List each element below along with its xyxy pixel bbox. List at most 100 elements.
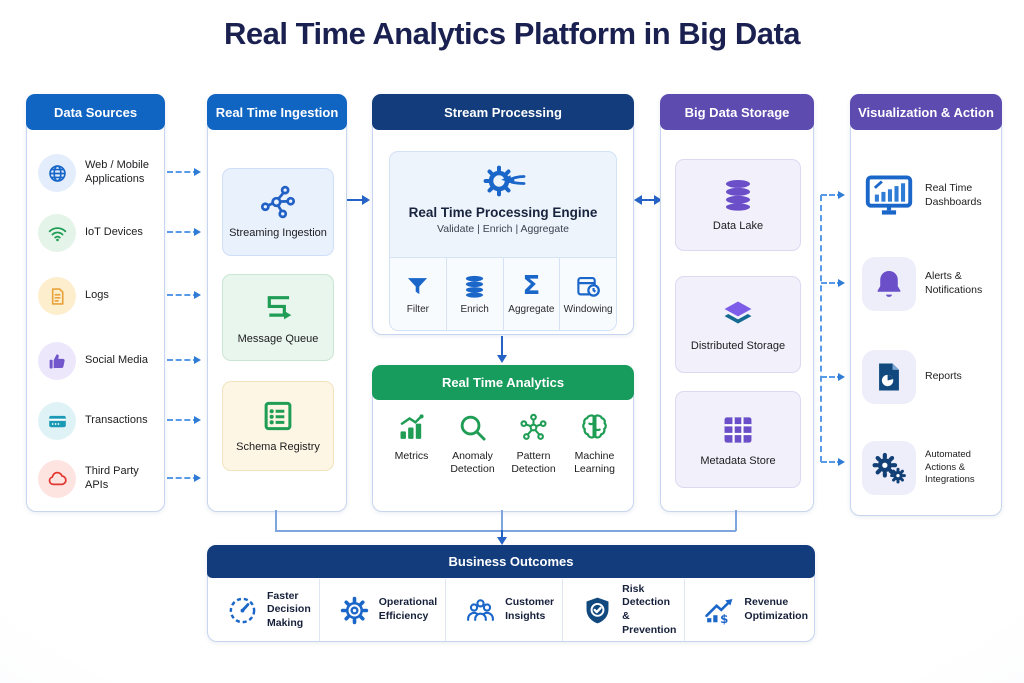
layers-icon (719, 296, 757, 334)
sigma-icon: Σ (522, 271, 541, 301)
outcome-label: Customer Insights (505, 596, 555, 622)
card-label: Data Lake (712, 220, 764, 233)
analytics-pattern: Pattern Detection (503, 412, 564, 476)
analytics-label: Pattern Detection (511, 450, 556, 476)
viz-item-label: Alerts & Notifications (925, 270, 983, 296)
outcomes-row: Faster Decision Making Operational Effic… (208, 579, 814, 641)
arrow-source-6 (167, 474, 201, 482)
pattern-nodes-icon (518, 412, 549, 443)
arrow-ingestion-stream (347, 199, 363, 201)
arrow-viz-3 (821, 373, 845, 381)
table-grid-icon (719, 411, 757, 449)
ingestion-card-streaming: Streaming Ingestion (222, 168, 334, 256)
source-item-label: IoT Devices (85, 226, 143, 239)
connector-analytics-down (501, 510, 503, 531)
gauge-icon (226, 595, 259, 626)
viz-item-label: Real Time Dashboards (925, 182, 982, 208)
source-item-label: Web / Mobile Applications (85, 159, 149, 185)
source-item-third-party: Third Party APIs (38, 460, 158, 498)
arrow-source-1 (167, 168, 201, 176)
arrow-source-5 (167, 416, 201, 424)
funnel-icon (404, 273, 431, 300)
engine-title: Real Time Processing Engine (408, 205, 598, 220)
panel-outcomes: Business Outcomes Faster Decision Making… (207, 545, 815, 642)
ingestion-card-queue: Message Queue (222, 274, 334, 361)
bell-icon (862, 257, 916, 311)
report-document-icon (862, 350, 916, 404)
viz-item-label: Automated Actions & Integrations (925, 449, 975, 486)
connector-storage-viz (820, 195, 822, 462)
card-label: Message Queue (237, 332, 319, 345)
panel-stream-processing: Stream Processing Real Time Processing E… (372, 94, 634, 335)
database-cylinder-icon (719, 176, 757, 214)
outcome-efficiency: Operational Efficiency (320, 579, 447, 641)
ingestion-header: Real Time Ingestion (207, 94, 347, 130)
viz-item-dashboards: Real Time Dashboards (862, 167, 995, 225)
cloud-icon (38, 460, 76, 498)
panel-data-sources: Data Sources Web / Mobile Applications I… (26, 94, 165, 512)
page-title: Real Time Analytics Platform in Big Data (223, 16, 801, 51)
connector-merge-line (275, 530, 736, 532)
outcomes-header: Business Outcomes (207, 545, 815, 578)
outcome-risk: Risk Detection & Prevention (563, 579, 686, 641)
viz-item-automated: Automated Actions & Integrations (862, 437, 995, 499)
analytics-label: Anomaly Detection (450, 450, 495, 476)
arrow-source-2 (167, 228, 201, 236)
arrow-stream-storage (641, 199, 655, 201)
source-item-iot: IoT Devices (38, 214, 158, 252)
outcome-label: Faster Decision Making (267, 589, 311, 629)
connector-ingestion-down (275, 510, 277, 531)
panel-ingestion: Real Time Ingestion Streaming Ingestion … (207, 94, 347, 512)
globe-icon (38, 154, 76, 192)
operators-row: Filter Enrich Σ Aggregate Windowing (390, 257, 616, 330)
analytics-ml: Machine Learning (564, 412, 625, 476)
data-sources-header: Data Sources (26, 94, 165, 130)
operator-filter: Filter (390, 258, 447, 330)
operator-label: Aggregate (508, 304, 555, 315)
operator-label: Windowing (563, 304, 613, 315)
brain-icon (579, 412, 610, 443)
people-icon (464, 595, 497, 626)
cog-icon (338, 595, 371, 626)
processing-engine-card: Real Time Processing Engine Validate | E… (389, 151, 617, 331)
viz-item-reports: Reports (862, 347, 995, 407)
source-item-label: Logs (85, 289, 109, 302)
arrow-viz-1 (821, 191, 845, 199)
outcome-insights: Customer Insights (446, 579, 564, 641)
database-icon (461, 273, 488, 300)
connector-storage-down (735, 510, 737, 531)
viz-item-alerts: Alerts & Notifications (862, 253, 995, 315)
arrowhead (497, 355, 507, 363)
arrow-outcomes (501, 530, 503, 538)
schema-list-icon (259, 397, 297, 435)
outcome-label: Operational Efficiency (378, 596, 438, 622)
arrow-source-4 (167, 356, 201, 364)
operator-label: Enrich (460, 304, 489, 315)
panel-analytics: Real Time Analytics Metrics Anomaly Dete… (372, 365, 634, 512)
operator-enrich: Enrich (447, 258, 504, 330)
source-item-label: Social Media (85, 354, 148, 367)
gears-icon (862, 441, 916, 495)
source-item-social: Social Media (38, 342, 158, 380)
message-queue-icon (259, 289, 297, 327)
source-item-label: Transactions (85, 414, 148, 427)
outcome-revenue: $ Revenue Optimization (685, 579, 816, 641)
shield-check-icon (581, 595, 614, 626)
stream-processing-header: Stream Processing (372, 94, 634, 130)
analytics-row: Metrics Anomaly Detection Pattern Detect… (381, 412, 625, 476)
panel-visualization: Visualization & Action Real Time Dashboa… (850, 94, 1002, 516)
storage-card-metadata: Metadata Store (675, 391, 801, 488)
analytics-anomaly: Anomaly Detection (442, 412, 503, 476)
panel-storage: Big Data Storage Data Lake Distributed S… (660, 94, 814, 512)
thumbs-up-icon (38, 342, 76, 380)
metrics-chart-icon (396, 412, 427, 443)
card-label: Schema Registry (236, 441, 320, 454)
arrow-source-3 (167, 291, 201, 299)
arrowhead (497, 537, 507, 545)
card-label: Metadata Store (700, 454, 776, 467)
arrow-viz-2 (821, 279, 845, 287)
outcome-decision: Faster Decision Making (208, 579, 320, 641)
log-file-icon (38, 277, 76, 315)
outcome-label: Risk Detection & Prevention (622, 582, 677, 636)
